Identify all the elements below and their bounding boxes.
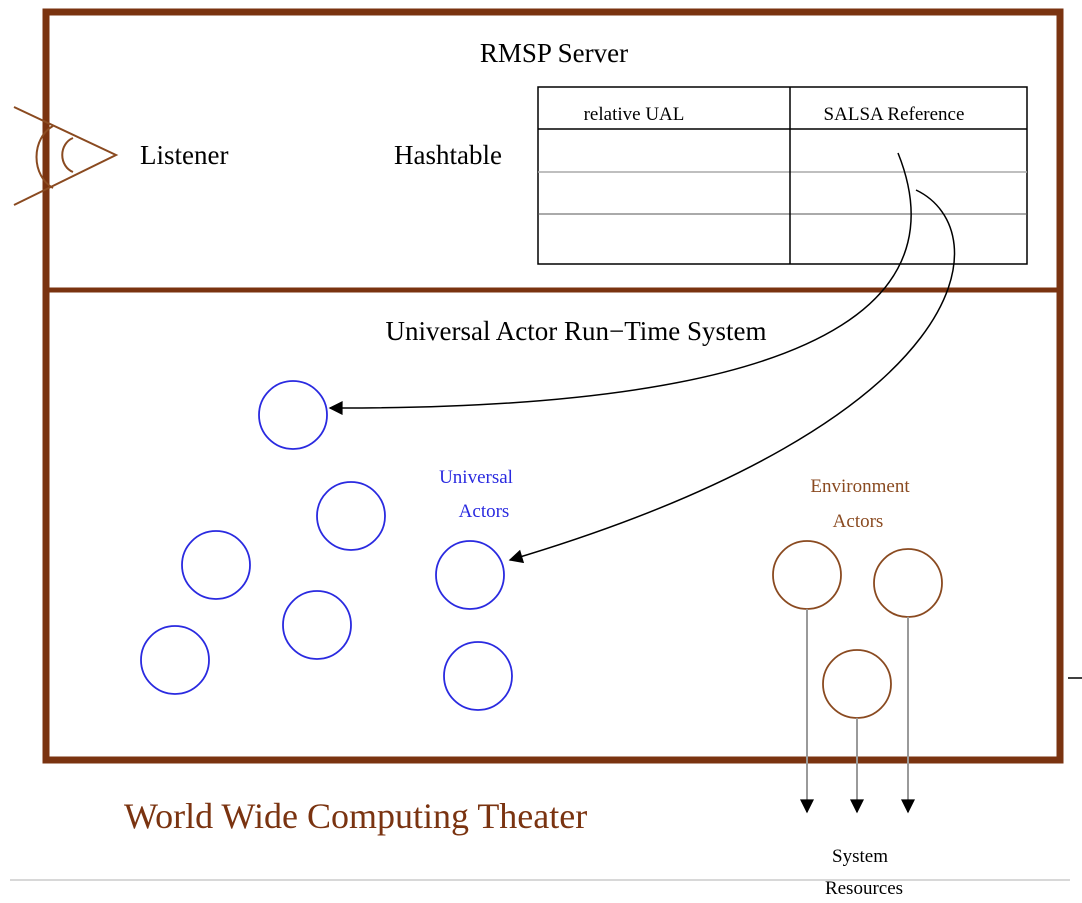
listener-label: Listener (140, 140, 228, 170)
table-header-ual: relative UAL (584, 104, 685, 125)
theater-frame (42, 8, 1064, 764)
environment-actors-label-line2: Actors (833, 511, 884, 532)
theater-title: World Wide Computing Theater (124, 796, 587, 836)
universal-actor (282, 590, 352, 660)
universal-actor (140, 625, 210, 695)
resource-arrows (800, 609, 915, 814)
reference-arrow-1 (328, 152, 912, 416)
hashtable: relative UAL SALSA Reference (537, 86, 1028, 265)
universal-actor (316, 481, 386, 551)
universal-actors-label-line2: Actors (459, 501, 510, 522)
universal-actor (443, 641, 513, 711)
reference-arrow-2 (508, 189, 956, 564)
universal-actor (258, 380, 328, 450)
universal-actors-label-line1: Universal (439, 467, 513, 488)
environment-actors (772, 540, 943, 719)
system-resources-label-line1: System (832, 846, 888, 867)
universal-actor (435, 540, 505, 610)
system-resources-label-line2: Resources (825, 878, 903, 898)
environment-actor (772, 540, 842, 610)
listener-eye-icon (13, 106, 119, 206)
table-header-salsa: SALSA Reference (824, 104, 965, 125)
environment-actor (822, 649, 892, 719)
universal-actors (140, 380, 513, 711)
hashtable-label: Hashtable (394, 140, 502, 170)
server-title: RMSP Server (480, 38, 628, 68)
environment-actors-label-line1: Environment (810, 476, 910, 497)
runtime-title: Universal Actor Run−Time System (386, 316, 767, 346)
environment-actor (873, 548, 943, 618)
universal-actor (181, 530, 251, 600)
